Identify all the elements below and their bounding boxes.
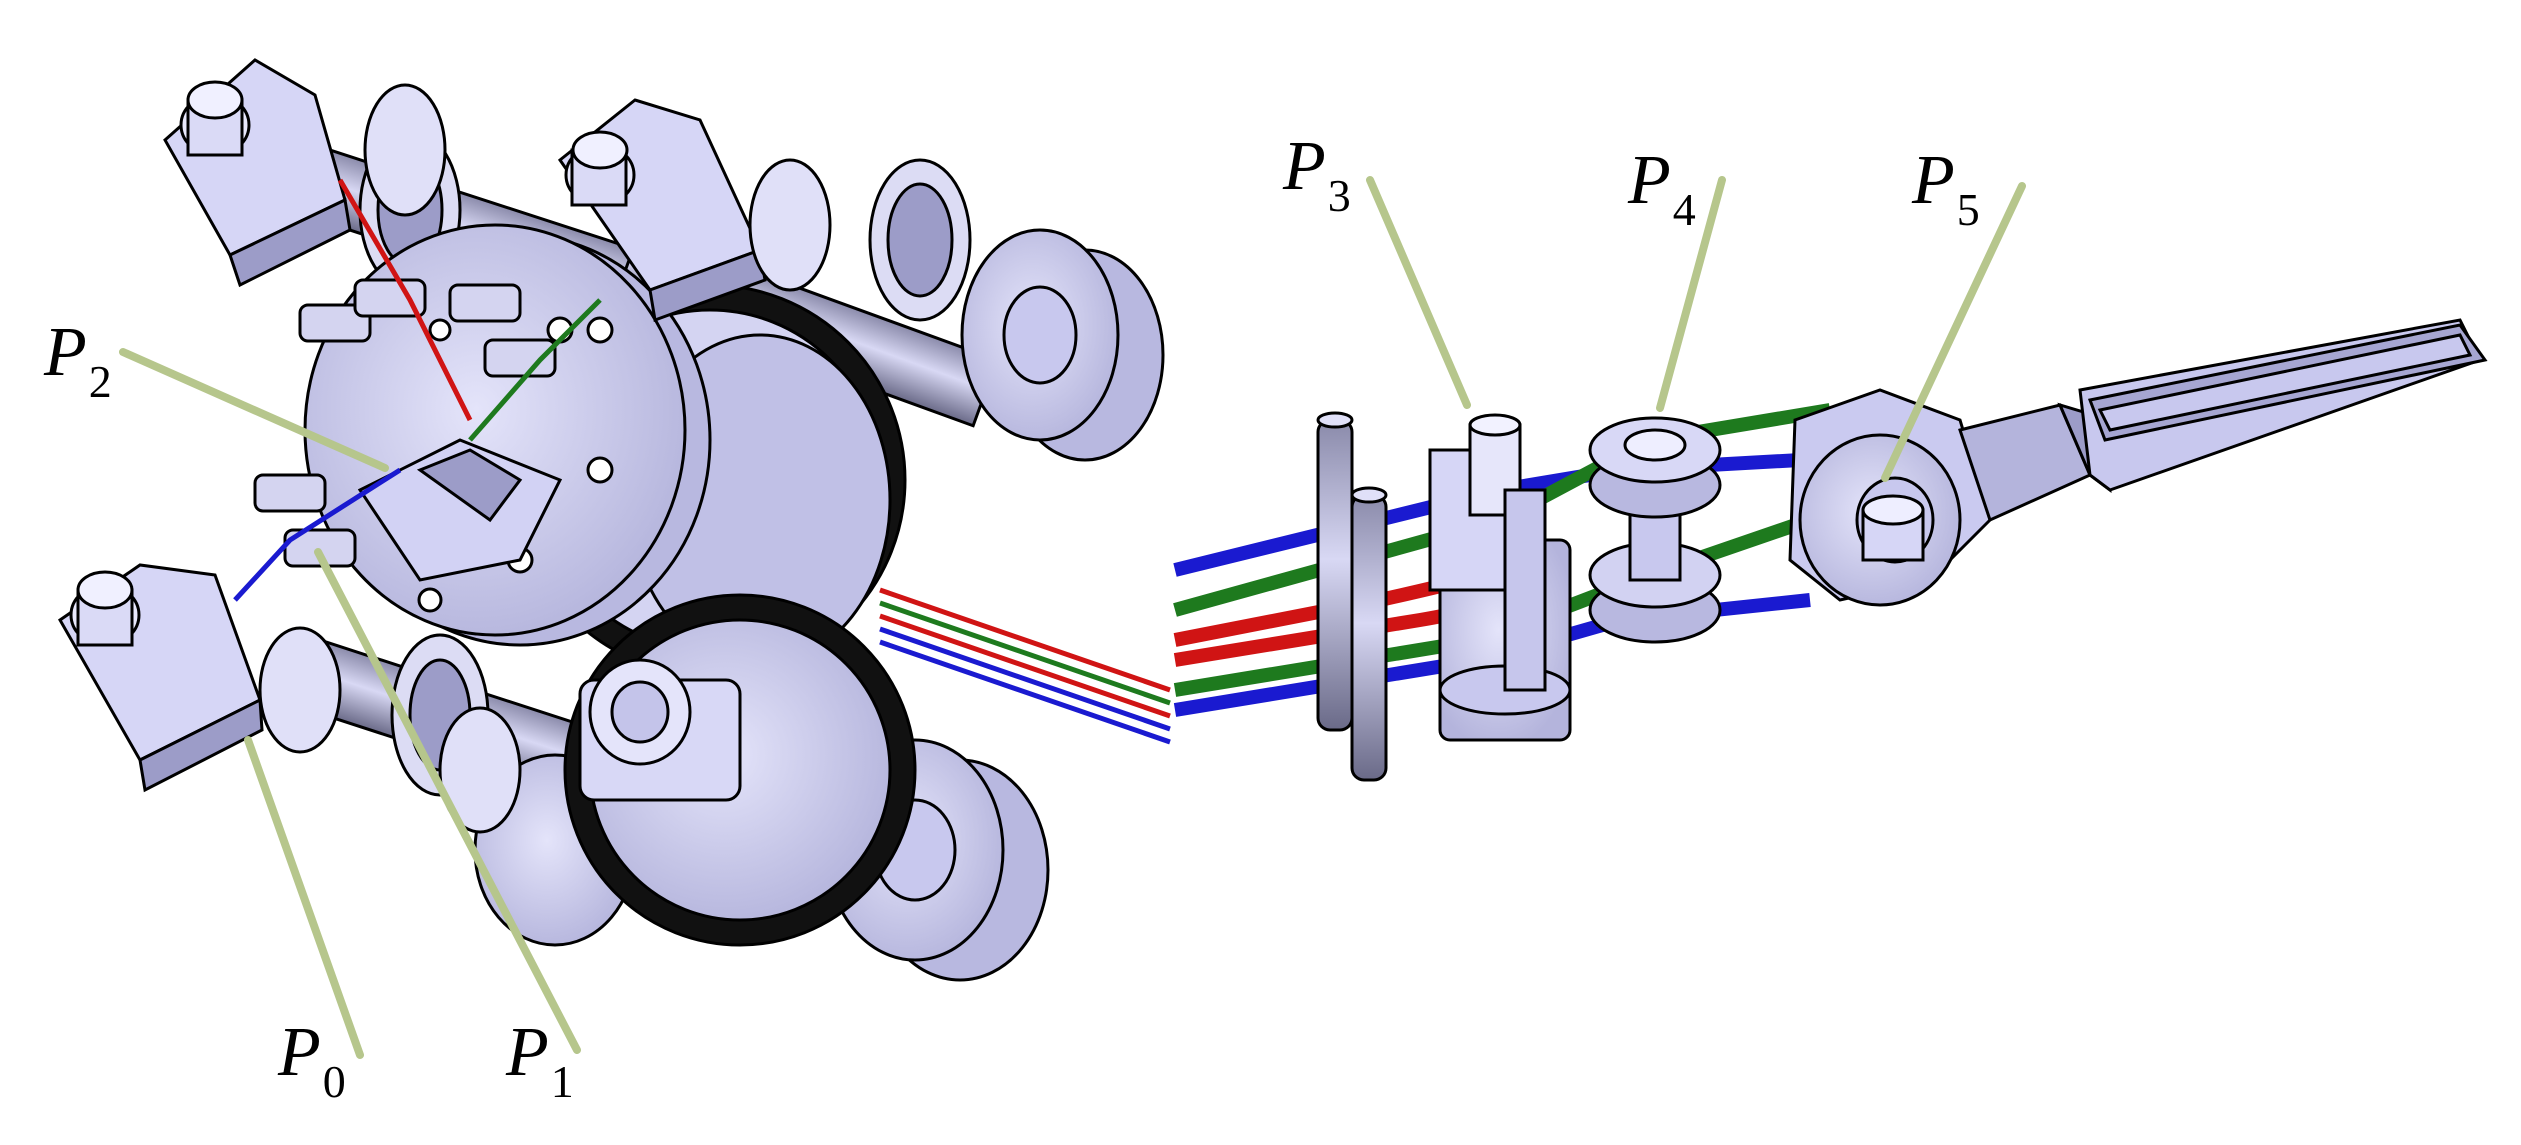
pulley-p4 [1588,416,1722,644]
label-p5: P5 [1912,146,1980,233]
label-p2-sub: 2 [88,356,112,407]
guide-pins [1316,411,1388,782]
label-p4-base: P [1628,142,1671,219]
label-p3-sub: 3 [1327,170,1351,221]
label-p3: P3 [1283,132,1351,219]
joint-p5 [1788,388,1992,607]
small-gear [563,593,917,947]
clamp-lower-left [58,563,264,793]
label-p4-sub: 4 [1672,184,1696,235]
actuation-unit [58,58,1165,982]
label-p0: P0 [278,1018,346,1105]
label-p3-base: P [1283,128,1326,205]
leader-p0 [244,736,364,1059]
finger-mechanism [1173,318,2488,782]
leader-p3 [1366,176,1471,409]
leader-p5 [1881,182,2026,482]
label-p2: P2 [44,318,112,405]
distal-link [1958,318,2488,523]
leader-p1 [314,548,581,1054]
pulley-p3 [1428,413,1572,742]
label-p0-sub: 0 [322,1056,346,1107]
label-p1-sub: 1 [550,1056,574,1107]
label-p5-base: P [1912,142,1955,219]
leader-lines [119,176,2026,1059]
leader-p2 [119,348,389,472]
central-block [357,438,563,582]
label-p2-base: P [44,314,87,391]
label-p1-base: P [506,1014,549,1091]
label-p5-sub: 5 [1956,184,1980,235]
label-p4: P4 [1628,146,1696,233]
bearings [258,83,832,834]
label-p0-base: P [278,1014,321,1091]
leader-p4 [1656,176,1726,412]
cables-left [233,178,1171,745]
bolts [253,278,557,568]
clamp-upper-left [163,58,352,288]
clamp-upper-right [557,98,767,323]
label-p1: P1 [506,1018,574,1105]
